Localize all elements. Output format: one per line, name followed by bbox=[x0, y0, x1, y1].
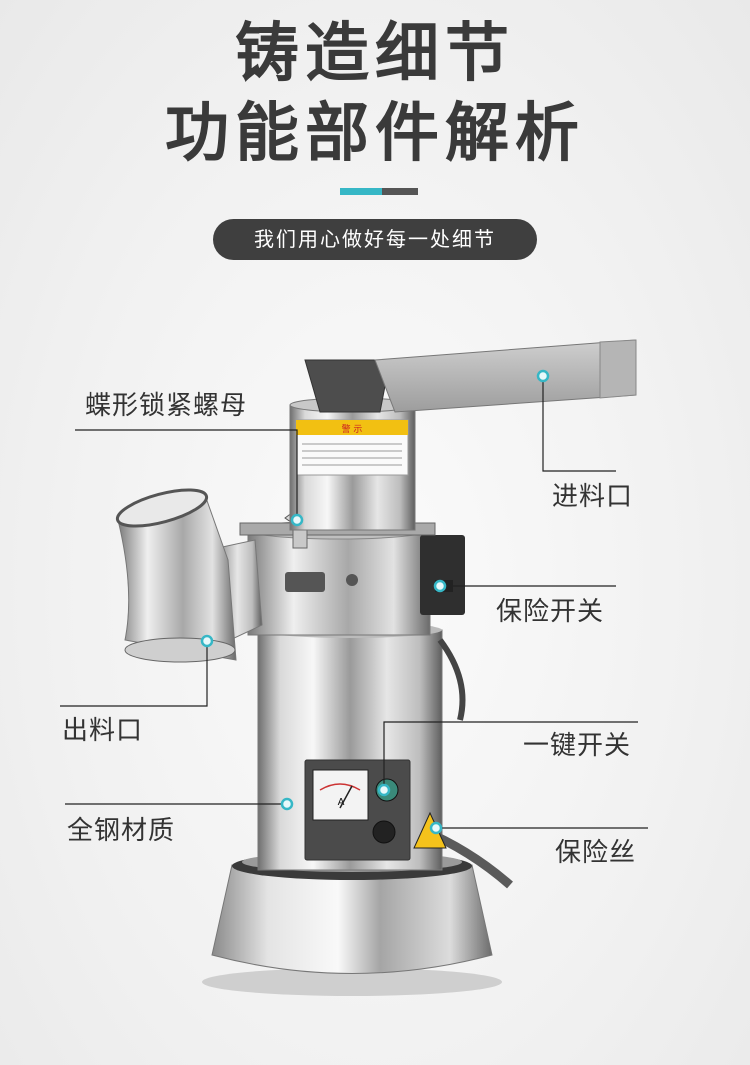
label-one-key-switch: 一键开关 bbox=[523, 731, 632, 761]
label-fuse: 保险丝 bbox=[555, 838, 637, 868]
dot-one-key-switch bbox=[377, 783, 391, 797]
dot-outlet bbox=[200, 634, 214, 648]
floor-shadow bbox=[202, 968, 502, 996]
accent-divider bbox=[340, 188, 382, 195]
safety-switch-box bbox=[420, 535, 465, 615]
fuse-holder bbox=[372, 820, 396, 844]
feed-chute bbox=[304, 359, 391, 413]
label-outlet: 出料口 bbox=[62, 716, 144, 746]
ammeter bbox=[312, 769, 369, 821]
base bbox=[211, 864, 493, 974]
warning-label-heading: 警 示 bbox=[342, 423, 363, 435]
outlet-pipe bbox=[117, 494, 237, 661]
upper-body bbox=[247, 529, 431, 636]
title-line-1: 铸造细节 bbox=[235, 17, 515, 91]
label-all-steel: 全钢材质 bbox=[67, 816, 176, 846]
dot-safety-switch bbox=[433, 579, 447, 593]
label-feed-inlet: 进料口 bbox=[552, 482, 634, 512]
callout-one-key-switch bbox=[383, 721, 638, 790]
callout-feed-inlet bbox=[542, 376, 616, 472]
label-wing-nut: 蝶形锁紧螺母 bbox=[85, 391, 248, 421]
callout-wing-nut bbox=[75, 429, 298, 520]
subtitle-pill: 我们用心做好每一处细节 bbox=[213, 219, 537, 260]
ammeter-unit: A bbox=[338, 797, 345, 808]
title-line-2: 功能部件解析 bbox=[165, 97, 585, 171]
dot-all-steel bbox=[280, 797, 294, 811]
callout-outlet bbox=[60, 641, 208, 707]
dark-divider bbox=[382, 188, 418, 195]
dot-wing-nut bbox=[290, 513, 304, 527]
label-safety-switch: 保险开关 bbox=[496, 597, 605, 627]
feed-inlet-tray bbox=[374, 339, 637, 413]
dot-feed-inlet bbox=[536, 369, 550, 383]
dot-fuse bbox=[429, 821, 443, 835]
